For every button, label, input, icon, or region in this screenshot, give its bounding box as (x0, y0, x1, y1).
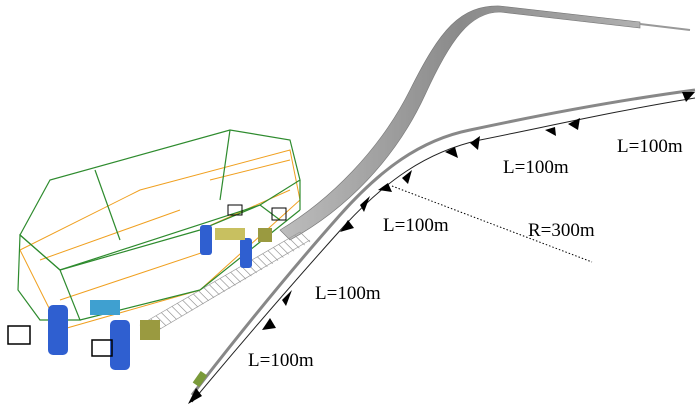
track-tie (262, 253, 273, 264)
track-tie (257, 256, 268, 268)
track-tie (294, 234, 305, 246)
track-tie (278, 244, 289, 255)
track-tie (161, 312, 172, 323)
arrow-head-icon (545, 127, 556, 136)
arrow-head-icon (402, 170, 412, 184)
track-tie (299, 231, 311, 243)
track-tie (177, 303, 188, 314)
track-tie (214, 281, 225, 292)
arrow-head-icon (378, 183, 392, 192)
radius-label: R=300m (528, 220, 595, 241)
rail-vehicle (7, 129, 301, 370)
bogie-front (7, 300, 160, 370)
track-tie (225, 275, 236, 286)
track-tie (289, 237, 300, 249)
small-vehicle (192, 370, 208, 388)
segment-label: L=100m (383, 215, 449, 236)
track-tie (235, 268, 247, 280)
track-tie (182, 299, 193, 311)
track-tie (203, 287, 215, 299)
segment-label: L=100m (315, 283, 381, 304)
segment-label: L=100m (617, 136, 683, 157)
track-tie (187, 296, 199, 308)
bogie-rear (200, 204, 287, 268)
track-tie (230, 272, 241, 283)
track-tie (155, 315, 167, 326)
arrow-head-icon (360, 196, 370, 212)
track-tie (273, 247, 284, 258)
track-tie (209, 284, 220, 295)
arrow-head-icon (282, 290, 292, 306)
track-tie (267, 250, 279, 261)
track-tie (283, 241, 295, 252)
track-tie (251, 259, 263, 271)
arrow-head-icon (340, 220, 354, 232)
arrow-head-icon (188, 388, 202, 404)
segment-arrows (188, 92, 695, 404)
arrow-head-icon (470, 136, 480, 150)
arrow-head-icon (262, 318, 276, 330)
curved-route (190, 88, 696, 403)
ladder-track (139, 231, 311, 336)
radius-line (391, 185, 593, 263)
segment-label: L=100m (248, 350, 314, 371)
track-tie (219, 278, 231, 289)
arrow-head-icon (568, 118, 580, 130)
arrow-head-icon (682, 92, 695, 102)
track-tie (171, 306, 183, 317)
track-tie (198, 290, 209, 302)
arrow-head-icon (445, 147, 458, 158)
segment-label: L=100m (503, 157, 569, 178)
track-tie (166, 309, 177, 320)
track-tie (193, 293, 204, 305)
track-ribbon (279, 5, 691, 241)
